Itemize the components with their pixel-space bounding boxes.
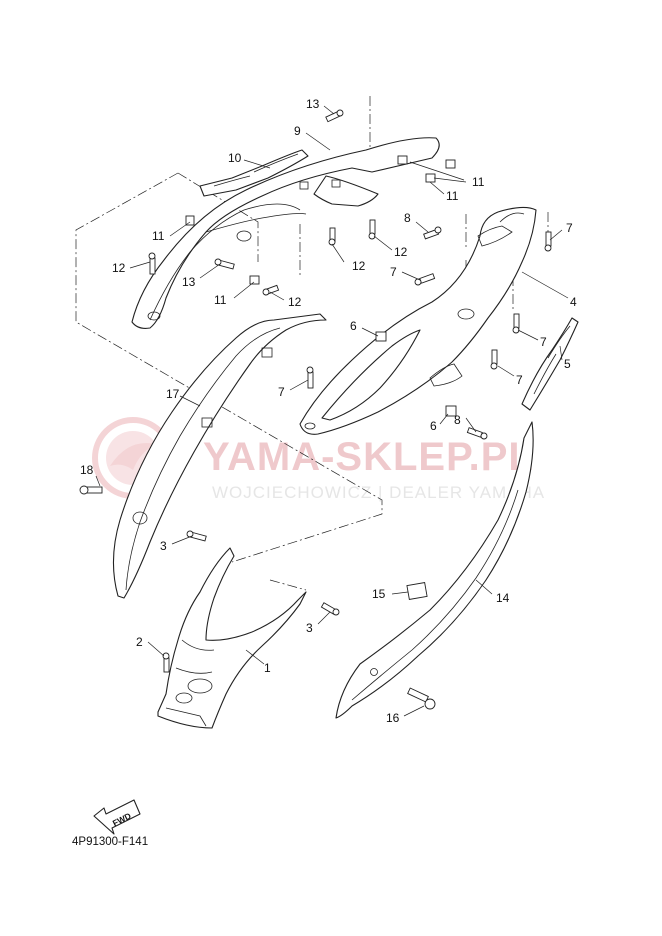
callout-6: 6: [350, 319, 357, 333]
right-side-cover: [299, 206, 537, 435]
callout-9: 9: [294, 124, 301, 138]
callout-11: 11: [152, 229, 165, 243]
clip-11-b: [425, 173, 436, 183]
callout-17: 17: [166, 387, 180, 401]
callout-12: 12: [112, 261, 126, 275]
leader-lines: [95, 105, 569, 717]
lower-cover: [157, 547, 307, 729]
screw-3-b: [320, 602, 340, 616]
callout-12: 12: [394, 245, 408, 259]
callout-7: 7: [516, 373, 523, 387]
diagram-code: 4P91300-F141: [72, 836, 149, 848]
callouts: 13 9 10 11 11 11 11 12 12 12 12 13 8 7 7…: [80, 97, 577, 725]
callout-6: 6: [430, 419, 437, 433]
emblem-graphic: [199, 149, 309, 197]
callout-18: 18: [80, 463, 94, 477]
callout-13: 13: [306, 97, 320, 111]
fwd-arrow-icon: FWD: [93, 799, 141, 835]
screw-12-a: [148, 252, 156, 275]
callout-14: 14: [496, 591, 510, 605]
screw-13-mid: [214, 258, 235, 270]
screw-18: [79, 485, 103, 495]
callout-7: 7: [566, 221, 573, 235]
clip-6-a: [375, 331, 387, 342]
bolt-16: [407, 687, 436, 710]
watermark-dealer: WOJCIECHOWICZ | DEALER YAMAHA: [212, 483, 545, 502]
screw-12-d: [262, 284, 280, 296]
callout-8: 8: [404, 211, 411, 225]
screw-7-b: [414, 273, 436, 286]
screw-8-b: [466, 427, 488, 440]
watermark-brand: YAMA-SKLEP.PL: [203, 435, 534, 479]
screw-7-a: [544, 231, 552, 252]
under-strip: [335, 421, 534, 719]
screw-7-e: [306, 366, 314, 389]
callout-7: 7: [390, 265, 397, 279]
callout-11: 11: [472, 175, 485, 189]
callout-15: 15: [372, 587, 386, 601]
screw-12-b: [328, 227, 336, 246]
clip-11-d: [185, 215, 195, 226]
callout-13: 13: [182, 275, 196, 289]
callout-11: 11: [446, 189, 459, 203]
callout-7: 7: [540, 335, 547, 349]
callout-8: 8: [454, 413, 461, 427]
upper-side-cover: [131, 137, 440, 329]
callout-3: 3: [306, 621, 313, 635]
clip-11-e: [249, 275, 260, 285]
callout-5: 5: [564, 357, 571, 371]
callout-1: 1: [264, 661, 271, 675]
screw-13-top: [325, 109, 344, 123]
screw-2: [162, 652, 170, 673]
clip-11-a: [397, 155, 408, 165]
screw-8-a: [423, 226, 442, 240]
clip-11-c: [445, 159, 456, 169]
screw-12-c: [368, 219, 376, 240]
clip-6-b: [445, 405, 457, 417]
callout-12: 12: [288, 295, 302, 309]
fasteners: [79, 109, 552, 710]
damper-15: [406, 582, 428, 600]
screw-3-a: [186, 530, 207, 542]
watermark: YAMA-SKLEP.PL WOJCIECHOWICZ | DEALER YAM…: [92, 417, 545, 502]
screw-7-d: [490, 349, 498, 370]
inner-panel: [112, 313, 327, 599]
callout-7: 7: [278, 385, 285, 399]
callout-11: 11: [214, 293, 227, 307]
emblem-right: [521, 317, 579, 411]
screw-7-c: [512, 313, 520, 334]
callout-3: 3: [160, 539, 167, 553]
callout-4: 4: [570, 295, 577, 309]
callout-12: 12: [352, 259, 366, 273]
callout-16: 16: [386, 711, 400, 725]
callout-2: 2: [136, 635, 143, 649]
callout-10: 10: [228, 151, 242, 165]
